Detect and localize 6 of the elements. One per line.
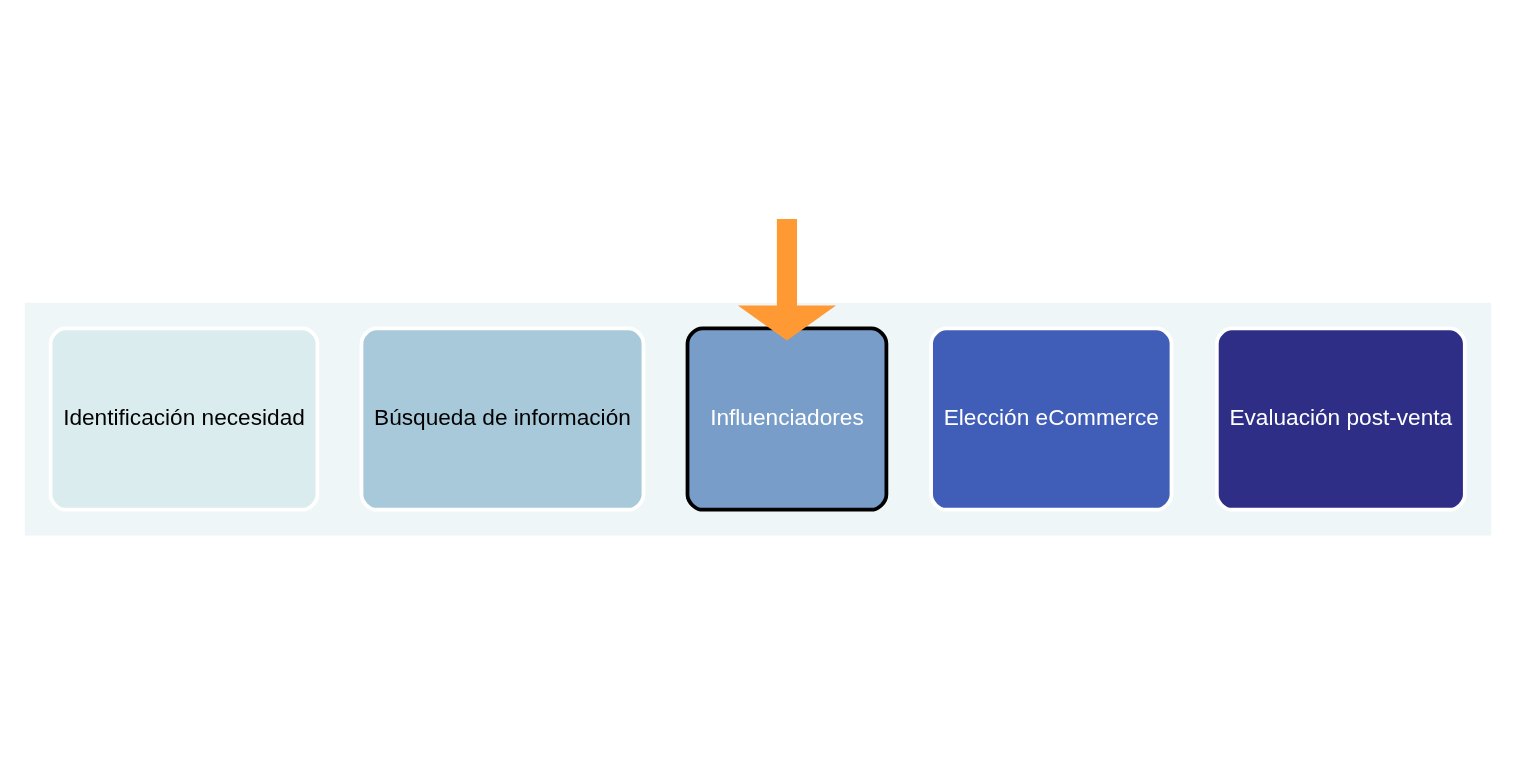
- arrow: [737, 218, 836, 341]
- node-box: Elección eCommerce: [928, 326, 1173, 512]
- node-box: Evaluación post-venta: [1214, 326, 1467, 512]
- node-box: Influenciadores: [685, 326, 888, 512]
- node-box: Búsqueda de información: [359, 326, 645, 512]
- node-box: Identificación necesidad: [48, 326, 319, 512]
